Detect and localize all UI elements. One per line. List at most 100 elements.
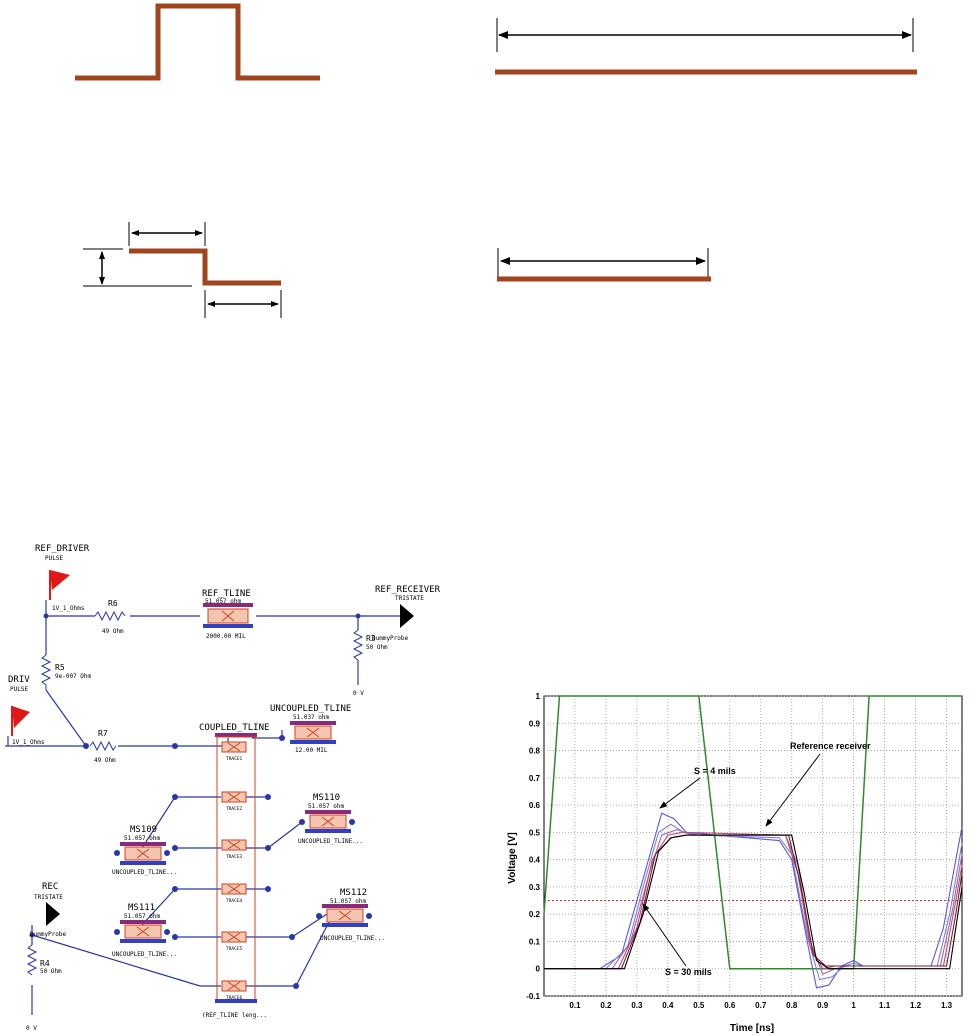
ms110-sub: UNCOUPLED_TLINE... bbox=[298, 838, 363, 845]
x-tick-label: 1.3 bbox=[941, 1001, 953, 1010]
ms112-tline[interactable]: MS112 51.057 ohm UNCOUPLED_TLINE... bbox=[316, 888, 385, 942]
y-axis-label: Voltage [V] bbox=[507, 832, 518, 883]
ms109-impedance: 51.057 ohm bbox=[124, 835, 161, 842]
ref-tline-name: REF_TLINE bbox=[202, 589, 251, 599]
annotation-arrow-ref bbox=[765, 753, 821, 827]
r5-name: R5 bbox=[55, 663, 65, 672]
plot-area bbox=[543, 695, 963, 997]
uncoupled-name: UNCOUPLED_TLINE bbox=[270, 704, 351, 714]
ms109-tline[interactable]: MS109 51.057 ohm UNCOUPLED_TLINE... bbox=[112, 825, 177, 876]
coupled-traces: TRACE1 TRACE2 TRACE3 TRACE4 TRACE5 TRACE… bbox=[221, 741, 247, 1001]
ms109-name: MS109 bbox=[130, 825, 157, 835]
svg-text:TRACE3: TRACE3 bbox=[226, 854, 243, 860]
trace-5: TRACE5 bbox=[221, 931, 247, 952]
ms112-sub: UNCOUPLED_TLINE... bbox=[320, 935, 385, 942]
y-tick-label: 0.2 bbox=[529, 910, 541, 919]
driver-type: PULSE bbox=[10, 686, 28, 693]
ref-driver-name: REF_DRIVER bbox=[35, 544, 90, 554]
x-tick-label: 0.9 bbox=[817, 1001, 829, 1010]
ground-label-2: 0 V bbox=[26, 1025, 37, 1032]
trace-3: TRACE3 bbox=[221, 839, 247, 860]
ref-tline-length: 2000.00 MIL bbox=[206, 633, 246, 640]
series-line-7 bbox=[544, 834, 963, 970]
resistor-r3[interactable]: R3 50 Ohm 0 V bbox=[352, 629, 388, 697]
r3-value: 50 Ohm bbox=[366, 644, 388, 651]
x-tick-label: 0.6 bbox=[724, 1001, 736, 1010]
resistor-r6[interactable]: R6 49 Ohm bbox=[94, 599, 126, 635]
y-tick-label: -0.1 bbox=[526, 992, 540, 1001]
x-tick-label: 1.1 bbox=[879, 1001, 891, 1010]
coupled-name: COUPLED_TLINE bbox=[199, 723, 269, 733]
y-tick-label: 0.6 bbox=[529, 801, 541, 810]
rec-type: TRISTATE bbox=[34, 894, 63, 901]
svg-text:TRACE2: TRACE2 bbox=[226, 806, 243, 812]
r3-name: R3 bbox=[366, 634, 376, 643]
rec-name: REC bbox=[42, 882, 58, 892]
ref-receiver-name: REF_RECEIVER bbox=[375, 585, 441, 595]
y-tick-label: 0.8 bbox=[529, 747, 541, 756]
x-axis-label: Time [ns] bbox=[730, 1023, 774, 1034]
r7-value: 49 Ohm bbox=[94, 757, 116, 764]
svg-text:TRACE5: TRACE5 bbox=[226, 946, 243, 952]
resistor-r5[interactable]: R5 9e-007 Ohm bbox=[40, 654, 92, 690]
ref-driver-source[interactable]: REF_DRIVER PULSE 1V_1_Ohms bbox=[35, 544, 90, 616]
ms110-tline[interactable]: MS110 51.057 ohm UNCOUPLED_TLINE... bbox=[298, 793, 363, 845]
r7-name: R7 bbox=[98, 729, 108, 738]
trace-2: TRACE2 bbox=[221, 791, 247, 812]
y-tick-label: 0.5 bbox=[529, 828, 541, 837]
rec-receiver[interactable]: REC TRISTATE DummyProbe bbox=[30, 882, 67, 938]
r6-value: 49 Ohm bbox=[102, 628, 124, 635]
ms110-name: MS110 bbox=[313, 793, 340, 803]
ground-label: 0 V bbox=[353, 690, 364, 697]
driver-name: DRIV bbox=[8, 675, 30, 685]
ms111-sub: UNCOUPLED_TLINE... bbox=[112, 951, 177, 958]
svg-text:TRACE4: TRACE4 bbox=[226, 898, 243, 904]
ref-driver-type: PULSE bbox=[45, 555, 63, 562]
annotation-s4: S = 4 mils bbox=[694, 766, 736, 776]
x-tick-label: 0.5 bbox=[693, 1001, 705, 1010]
ms111-tline[interactable]: MS111 51.057 ohm UNCOUPLED_TLINE... bbox=[112, 903, 177, 958]
annotation-arrow-s30 bbox=[642, 903, 687, 967]
y-tick-label: 0.7 bbox=[529, 774, 541, 783]
coupled-tline[interactable]: COUPLED_TLINE (REF_TLINE leng... bbox=[199, 723, 269, 1019]
ref-receiver-type: TRISTATE bbox=[395, 595, 424, 602]
ms111-impedance: 51.057 ohm bbox=[124, 913, 161, 920]
x-tick-label: 0.3 bbox=[631, 1001, 643, 1010]
x-tick-label: 0.8 bbox=[786, 1001, 798, 1010]
uncoupled-tline[interactable]: UNCOUPLED_TLINE 51.037 ohm 12.00 MIL bbox=[270, 704, 351, 754]
pulse-sketch bbox=[75, 3, 320, 81]
coupled-footer: (REF_TLINE leng... bbox=[202, 1012, 267, 1019]
resistor-r7[interactable]: R7 49 Ohm bbox=[89, 729, 117, 764]
uncoupled-impedance: 51.037 ohm bbox=[293, 714, 330, 721]
svg-text:TRACE6: TRACE6 bbox=[226, 995, 243, 1001]
x-tick-label: 0.2 bbox=[600, 1001, 612, 1010]
series-line-1 bbox=[543, 695, 962, 970]
y-tick-label: 0.1 bbox=[529, 937, 541, 946]
x-tick-label: 0.1 bbox=[569, 1001, 581, 1010]
uncoupled-length: 12.00 MIL bbox=[295, 747, 328, 754]
step-sketch bbox=[83, 222, 282, 318]
annotation-s30: S = 30 mils bbox=[665, 967, 712, 977]
y-tick-label: 0.9 bbox=[529, 719, 541, 728]
trace-length-sketch bbox=[495, 18, 917, 75]
y-tick-label: 0 bbox=[536, 965, 541, 974]
ms112-name: MS112 bbox=[340, 888, 367, 898]
ref-receiver[interactable]: REF_RECEIVER TRISTATE DummyProbe bbox=[372, 585, 441, 642]
driver-param: 1V_1_Ohms bbox=[12, 739, 45, 746]
ms112-impedance: 51.057 ohm bbox=[330, 898, 367, 905]
driver-source[interactable]: DRIV PULSE 1V_1_Ohms bbox=[7, 675, 45, 746]
schematic: REF_DRIVER PULSE 1V_1_Ohms R6 49 Ohm REF… bbox=[5, 544, 441, 1032]
x-tick-label: 1 bbox=[851, 1001, 856, 1010]
ms110-impedance: 51.057 ohm bbox=[308, 803, 345, 810]
y-tick-label: 0.4 bbox=[529, 856, 541, 865]
y-tick-label: 1 bbox=[536, 692, 541, 701]
resistor-r4[interactable]: R4 50 Ohm 0 V bbox=[26, 944, 62, 1032]
svg-text:TRACE1: TRACE1 bbox=[226, 756, 243, 762]
ref-tline-component[interactable]: REF_TLINE 51.057 ohm 2000.00 MIL bbox=[202, 589, 253, 640]
ref-tline-impedance: 51.057 ohm bbox=[205, 598, 242, 605]
ref-receiver-probe: DummyProbe bbox=[372, 635, 409, 642]
r4-name: R4 bbox=[40, 959, 50, 968]
ms111-name: MS111 bbox=[128, 903, 155, 913]
